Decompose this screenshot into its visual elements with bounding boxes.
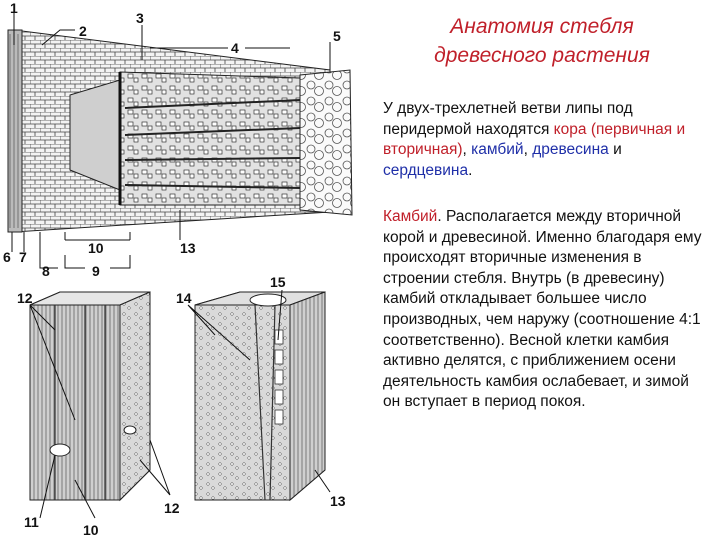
stem-cross-section [7,29,353,233]
intro-text-3: , [462,141,472,159]
label-3: 3 [136,10,144,26]
label-15: 15 [270,274,286,290]
secondary-bark [69,79,121,191]
label-12-bottom: 12 [164,500,180,516]
periderm-layer [7,29,23,233]
label-10-bottom: 10 [83,522,99,538]
label-11: 11 [24,514,39,530]
label-5: 5 [333,28,341,44]
slide-title-line1: Анатомия стебля [450,15,634,38]
wood-block-right [194,291,326,502]
term-pith: сердцевина [383,161,469,179]
label-14: 14 [176,290,192,306]
cambium-description: . Располагается между вторичной корой и … [383,208,702,411]
term-cambium: камбий [471,141,524,159]
stem-anatomy-drawing: 1 2 3 4 5 6 7 8 9 10 13 12 14 15 11 10 1… [3,0,353,538]
label-13-bottom: 13 [330,493,346,509]
label-1: 1 [10,0,18,16]
label-4: 4 [231,40,239,56]
label-9: 9 [92,263,100,279]
intro-text-6: . [468,161,473,179]
label-2: 2 [79,23,87,39]
term-cambium-heading: Камбий [383,208,438,225]
slide-title: Анатомия стебля древесного растения [392,12,692,70]
term-kora-types: (первичная и вторичная) [383,120,686,159]
label-12-left: 12 [17,290,33,306]
wood-block-left [29,291,151,502]
paragraph-intro: У двух-трехлетней ветви липы под перидер… [383,99,703,181]
stem-anatomy-figure: 1 2 3 4 5 6 7 8 9 10 13 12 14 15 11 10 1… [3,0,353,538]
pith-region [299,69,353,216]
label-7: 7 [19,249,27,265]
term-kora: кора [553,120,587,138]
intro-text-1: У двух-трехлетней ветви липы под перидер… [383,100,633,138]
label-10-top: 10 [88,240,104,256]
paragraph-cambium: Камбий. Располагается между вторичной ко… [383,207,703,413]
label-13-top: 13 [180,240,196,256]
label-6: 6 [3,249,11,265]
term-wood: древесина [532,141,609,159]
intro-text-5: и [608,141,622,159]
label-8: 8 [42,263,50,279]
intro-text-4: , [523,141,533,159]
slide-title-line2: древесного растения [434,44,650,67]
